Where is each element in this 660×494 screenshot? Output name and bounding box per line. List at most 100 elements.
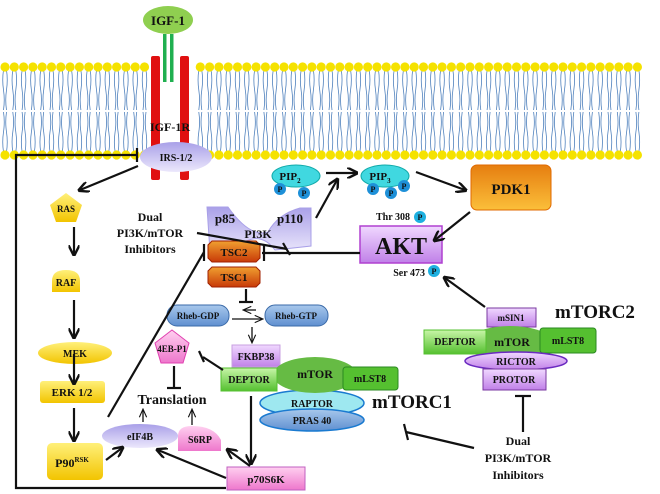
deptor-label: DEPTOR <box>434 337 476 348</box>
phosphate-icon: P <box>414 211 426 223</box>
lipid-head <box>623 62 633 72</box>
lipid-head <box>260 150 270 160</box>
lipid-head <box>19 62 29 72</box>
lipid-head <box>632 62 643 72</box>
lipid-head <box>595 62 605 72</box>
pi3k-label: PI3K <box>244 227 272 241</box>
irs-1-2-node: IRS-1/2 <box>140 142 212 172</box>
lipid-head <box>37 62 47 72</box>
mek-label: MEK <box>63 349 87 360</box>
irs-label: IRS-1/2 <box>160 153 193 164</box>
phosphate-icon: P <box>428 265 440 277</box>
lipid-head <box>502 62 512 72</box>
igf-1-label: IGF-1 <box>151 13 185 28</box>
lipid-head <box>428 150 438 160</box>
tsc1-node: TSC1 <box>207 266 261 288</box>
p90rsk-node: P90RSK <box>47 443 103 480</box>
lipid-head <box>214 150 224 160</box>
msin1-label: mSIN1 <box>497 313 525 323</box>
rheb-gtp-node: Rheb-GTP <box>264 304 329 327</box>
pip3-subscript: 3 <box>387 177 391 185</box>
lipid-head <box>539 62 550 72</box>
inhibitor-label-line: Inhibitors <box>124 242 176 256</box>
lipid-head <box>391 62 401 72</box>
lipid-head <box>381 150 391 160</box>
pip3-label: PIP <box>369 171 387 183</box>
mek-node: MEK <box>38 342 112 364</box>
dual-inhibitors-top: Dual PI3K/mTOR Inhibitors <box>117 210 184 256</box>
lipid-head <box>493 62 503 72</box>
raf-node: RAF <box>52 270 80 292</box>
deptor-label: DEPTOR <box>228 375 270 386</box>
lipid-head <box>437 62 447 72</box>
tsc2-label: TSC2 <box>221 247 248 259</box>
mtorc1-label: mTORC1 <box>372 392 452 413</box>
lipid-head <box>325 150 336 160</box>
lipid-head <box>632 150 643 160</box>
phosphate-icon: P <box>274 183 286 195</box>
lipid-head <box>446 62 456 72</box>
lipid-head <box>577 150 587 160</box>
raptor-label: RAPTOR <box>291 399 334 410</box>
lipid-head <box>456 150 466 160</box>
lipid-head <box>558 150 568 160</box>
arrow-edge <box>445 278 486 308</box>
lipid-head <box>251 62 261 72</box>
lipid-head <box>298 62 308 72</box>
lipid-head <box>409 150 419 160</box>
lipid-head <box>363 150 373 160</box>
lipid-head <box>121 62 131 72</box>
igf-1-ligand: IGF-1 <box>143 6 193 82</box>
lipid-head <box>539 150 550 160</box>
lipid-head <box>604 150 615 160</box>
lipid-head <box>456 62 466 72</box>
raf-label: RAF <box>56 278 77 289</box>
lipid-head <box>307 150 317 160</box>
pathway-edges <box>14 148 531 490</box>
akt-node: AKT Thr 308 P Ser 473 P <box>359 211 443 279</box>
arrow-edge <box>315 180 337 219</box>
lipid-head <box>614 62 624 72</box>
lipid-head <box>130 62 140 72</box>
cell-membrane <box>0 62 643 160</box>
p85-label: p85 <box>215 211 236 226</box>
svg-text:PIP3: PIP3 <box>369 171 391 185</box>
pip2-label: PIP <box>279 171 297 183</box>
lipid-head <box>614 150 624 160</box>
lipid-head <box>484 62 494 72</box>
mtor-label: mTOR <box>297 367 333 381</box>
phosphate-icon: P <box>385 187 397 199</box>
svg-text:P: P <box>278 185 283 194</box>
inhibition-edge <box>202 356 224 371</box>
lipid-head <box>232 62 243 72</box>
lipid-head <box>567 62 577 72</box>
lipid-head <box>623 150 633 160</box>
inhibitor-label-line: Dual <box>506 434 531 448</box>
lipid-head <box>223 62 233 72</box>
4eb-p1-node: 4EB-P1 <box>154 329 190 364</box>
arrow-edge <box>105 448 122 461</box>
svg-text:PIP2: PIP2 <box>279 171 301 185</box>
pras40-label: PRAS 40 <box>293 416 332 427</box>
p70s6k-label: p70S6K <box>247 474 285 486</box>
inhibitor-label-line: PI3K/mTOR <box>117 226 184 240</box>
erk-label: ERK 1/2 <box>52 387 93 399</box>
lipid-head <box>344 62 354 72</box>
phosphate-icon: P <box>367 183 379 195</box>
lipid-head <box>474 150 484 160</box>
translation-label: Translation <box>138 393 207 408</box>
lipid-head <box>381 62 391 72</box>
lipid-head <box>353 150 363 160</box>
svg-text:P: P <box>418 213 423 222</box>
lipid-head <box>335 62 345 72</box>
lipid-head <box>577 62 587 72</box>
rheb-gtp-label: Rheb-GTP <box>275 311 318 321</box>
lipid-head <box>307 62 317 72</box>
pdk1-label: PDK1 <box>491 182 530 198</box>
arrow-edge <box>415 170 465 190</box>
inhibition-bar <box>197 350 206 363</box>
lipid-head <box>549 150 559 160</box>
lipid-head <box>93 62 103 72</box>
lipid-head <box>279 62 289 72</box>
mtorc2-complex: mSIN1 DEPTOR mTOR mLST8 RICTOR PROTOR mT… <box>423 302 635 391</box>
